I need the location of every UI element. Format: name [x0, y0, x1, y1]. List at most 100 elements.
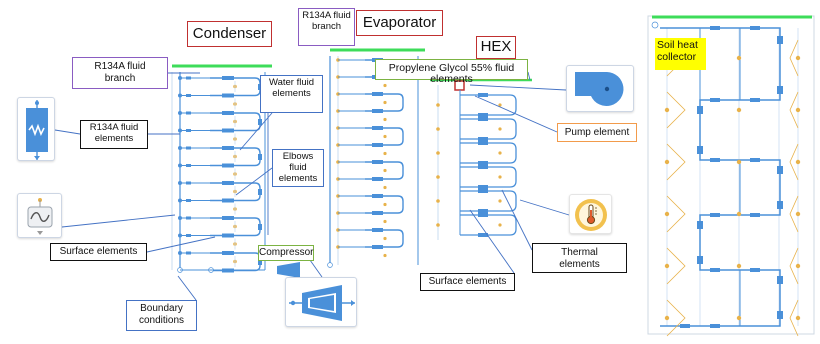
evaporator-thermal-node: [383, 236, 387, 241]
hex-thermal-node: [436, 127, 440, 131]
hex-fluid-element: [478, 117, 488, 121]
compressor-symbol: [277, 262, 300, 278]
thermal-elements-label: Thermal elements: [532, 243, 627, 273]
soil-fluid-element: [680, 324, 690, 328]
hex-fluid-element: [478, 137, 488, 141]
soil-cross-pipe: [699, 28, 741, 326]
compressor-icon: [289, 285, 355, 321]
water-fluid-element: [222, 76, 234, 80]
hex-fluid-element: [478, 161, 488, 165]
soil-thermal-link: [666, 195, 686, 233]
evaporator-fluid-element: [372, 109, 383, 113]
compressor-card: [285, 277, 357, 327]
soil-thermal-link: [666, 143, 686, 181]
soil-thermal-link: [789, 143, 799, 181]
soil-elbow-element: [697, 221, 703, 229]
evaporator-thermal-node: [383, 100, 387, 105]
evaporator-thermal-node: [383, 151, 387, 156]
water-label: Water fluid elements: [260, 75, 323, 113]
evaporator-thermal-node: [383, 134, 387, 139]
r134a-fluid-element: [186, 181, 191, 185]
r134a-elements-label: R134A fluid elements: [80, 120, 148, 149]
soil-elbow-element: [777, 86, 783, 94]
elbow-element: [258, 154, 262, 160]
hex-loop-pipe: [460, 214, 517, 236]
soil-thermal-node: [795, 315, 801, 321]
soil-thermal-node: [664, 315, 670, 321]
evaporator-fluid-element: [372, 160, 383, 164]
soil-thermal-node: [664, 211, 670, 217]
evaporator-thermal-node: [383, 253, 387, 258]
evaporator-fluid-element: [372, 245, 383, 249]
surface-elements-left-label: Surface elements: [50, 243, 147, 261]
hex-fluid-element: [478, 213, 488, 217]
r134a-fluid-element: [186, 111, 191, 115]
soil-thermal-link: [666, 247, 686, 285]
soil-collector-network: [647, 15, 815, 337]
soil-thermal-node: [736, 55, 742, 61]
water-fluid-element: [222, 128, 234, 133]
hex-label: HEX: [476, 36, 516, 59]
elbow-element: [258, 189, 262, 195]
evaporator-thermal-node: [383, 117, 387, 122]
evaporator-thermal-node: [383, 202, 387, 207]
soil-fluid-element: [750, 26, 760, 30]
callout-line: [239, 112, 273, 151]
soil-elbow-element: [697, 106, 703, 114]
water-fluid-element: [222, 146, 234, 150]
water-fluid-element: [222, 93, 234, 98]
r134a-fluid-element: [186, 146, 191, 150]
water-fluid-element: [222, 181, 234, 185]
water-fluid-element: [222, 233, 234, 238]
callout-lines: [54, 71, 570, 301]
evaporator-fluid-element: [372, 194, 383, 198]
soil-boundary-node: [651, 21, 659, 29]
soil-fluid-element: [750, 268, 760, 272]
hex-thermal-node: [436, 103, 440, 107]
soil-thermal-link: [666, 91, 686, 129]
heat-exchanger-icon: [26, 100, 48, 160]
r134a-fluid-element: [186, 199, 191, 202]
r134a-fluid-element: [186, 251, 191, 255]
thermometer-icon: [575, 199, 607, 231]
hex-fluid-element: [478, 165, 488, 169]
callout-line: [54, 129, 81, 135]
soil-elbow-element: [777, 166, 783, 174]
soil-fluid-element: [750, 98, 760, 102]
hex-fluid-element: [478, 141, 488, 145]
r134a-fluid-element: [186, 94, 191, 97]
callout-line: [474, 95, 558, 133]
water-fluid-element: [222, 216, 234, 220]
hex-fluid-element: [478, 93, 488, 97]
evaporator-fluid-element: [372, 126, 383, 130]
soil-thermal-node: [795, 55, 801, 61]
compressor-label: Compressor: [258, 245, 314, 261]
hex-thermal-node: [498, 223, 502, 227]
surface-elements-mid-label: Surface elements: [420, 273, 515, 291]
evaporator-fluid-element: [372, 92, 383, 96]
callout-line: [519, 199, 570, 216]
hex-thermal-node: [498, 103, 502, 107]
soil-thermal-node: [795, 211, 801, 217]
hex-thermal-node: [436, 175, 440, 179]
evaporator-loop-pipe: [365, 195, 404, 214]
soil-thermal-link: [789, 247, 799, 285]
hex-thermal-node: [498, 199, 502, 203]
callout-line: [61, 214, 176, 228]
hex-fluid-element: [478, 189, 488, 193]
soil-fluid-element: [710, 26, 720, 30]
callout-line: [469, 84, 567, 91]
hex-loop-pipe: [460, 142, 517, 164]
evaporator-fluid-element: [372, 211, 383, 215]
condenser-label: Condenser: [187, 21, 272, 47]
hex-fluid-element: [478, 209, 488, 213]
water-fluid-element: [222, 111, 234, 115]
soil-fluid-element: [710, 324, 720, 328]
soil-thermal-node: [736, 159, 742, 165]
hex-loop-pipe: [460, 166, 517, 188]
glycol-label: Propylene Glycol 55% fluid elements: [375, 59, 528, 85]
soil-fluid-element: [710, 158, 720, 162]
soil-thermal-node: [664, 159, 670, 165]
pump-card: [566, 65, 634, 112]
